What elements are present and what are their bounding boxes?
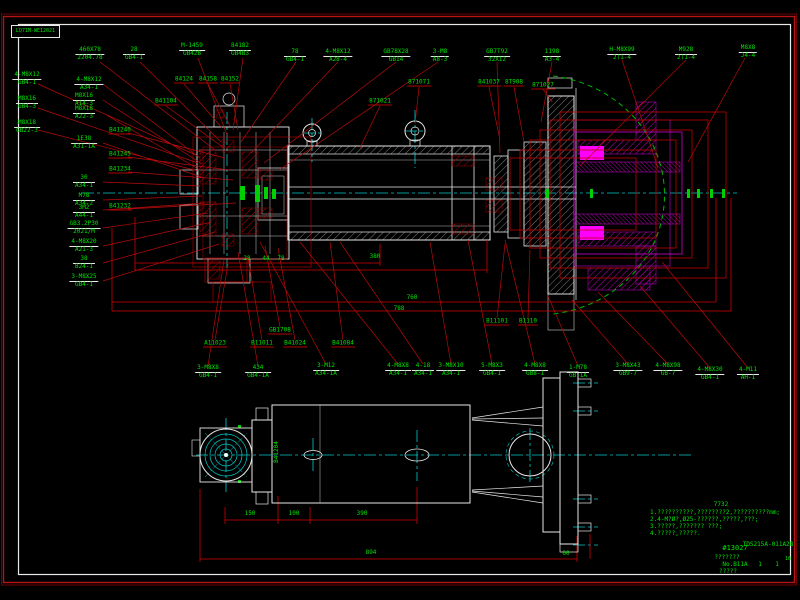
section-hatching (199, 109, 503, 280)
pitch-circle-arc (552, 75, 666, 315)
dimension-lines (111, 198, 732, 562)
dimension-frames (192, 111, 727, 303)
chuck-assembly (573, 101, 683, 291)
bottom-plan-view (191, 371, 592, 553)
sheet-border (1, 13, 797, 586)
leader-lines (37, 57, 749, 369)
green-ticks (238, 185, 725, 483)
main-section-view (179, 77, 599, 331)
